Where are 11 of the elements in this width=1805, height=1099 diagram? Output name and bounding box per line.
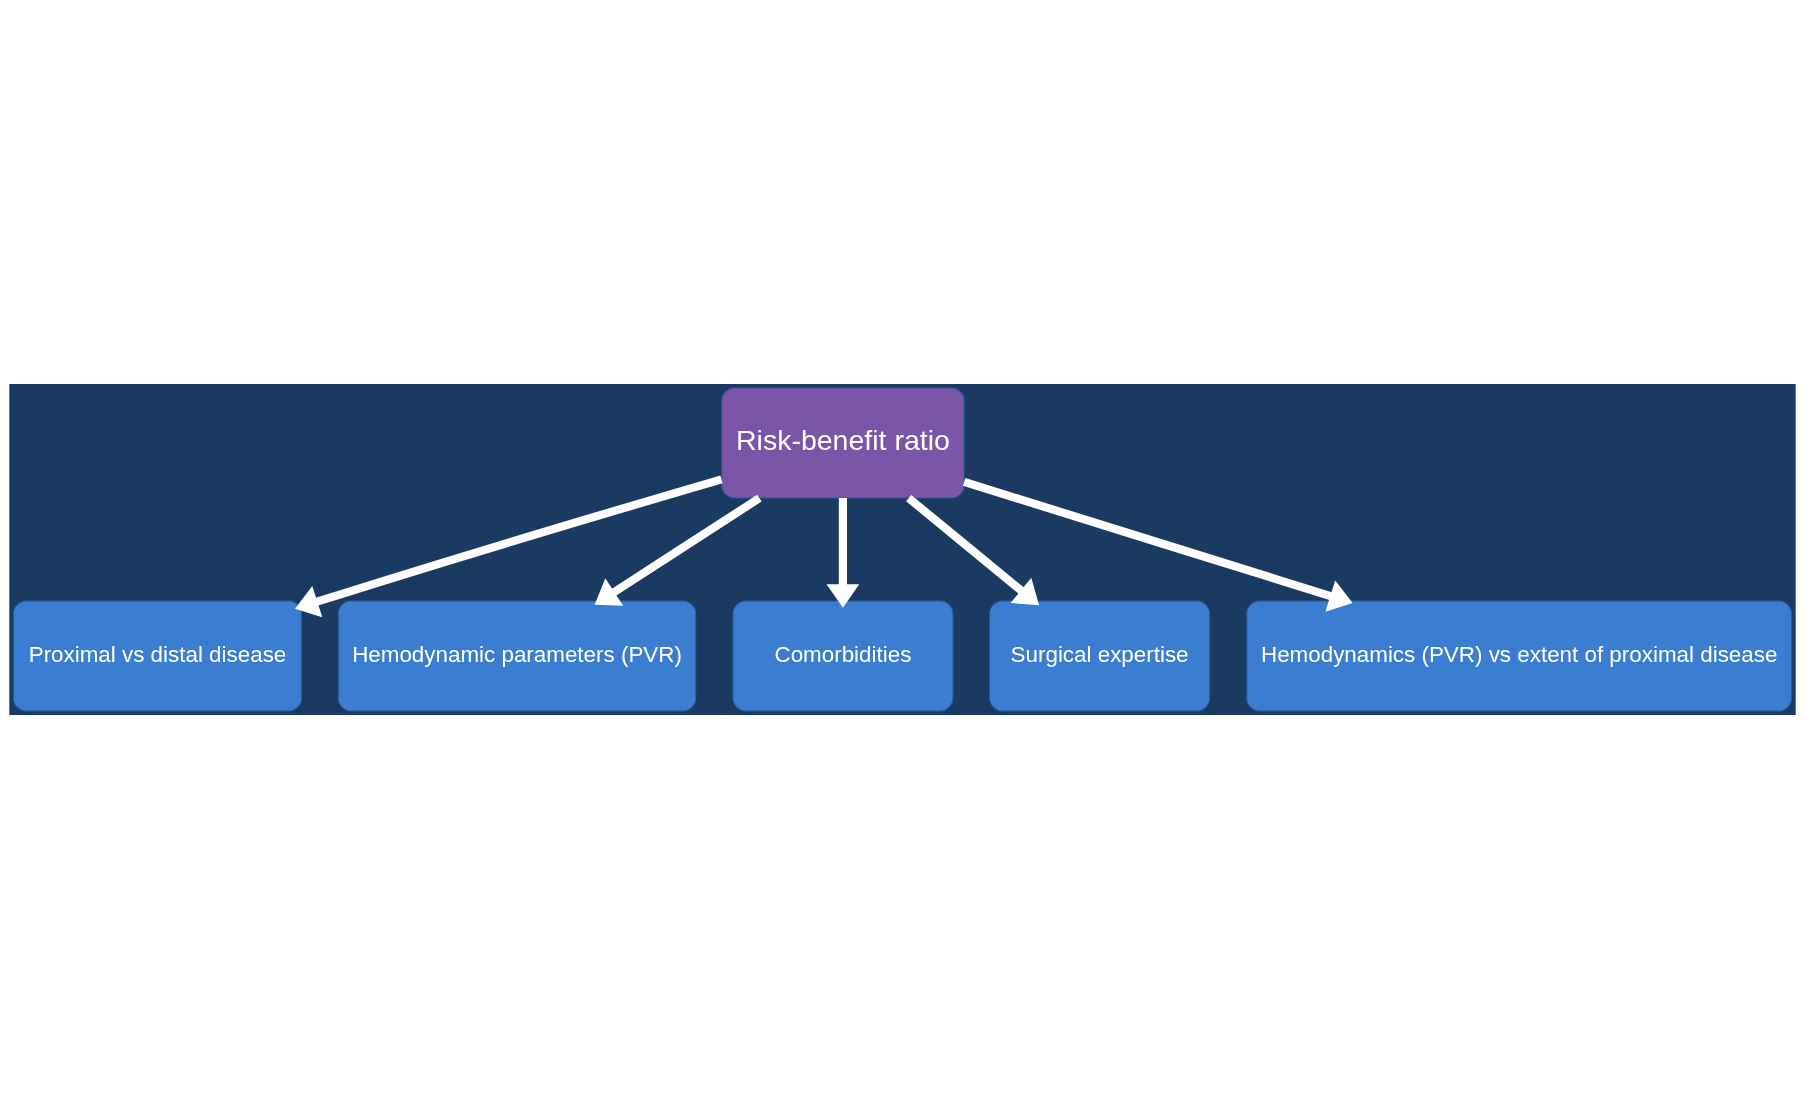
arrow: [963, 478, 1353, 612]
node-box: Hemodynamics (PVR) vs extent of proximal disease: [1246, 600, 1793, 712]
node-box: Hemodynamic parameters (PVR): [337, 600, 697, 712]
arrow: [826, 498, 860, 608]
node-box: Risk-benefit ratio: [721, 387, 965, 499]
arrow: [295, 475, 723, 618]
node-box: Proximal vs distal disease: [12, 600, 303, 712]
arrow: [594, 494, 762, 606]
node-box: Comorbidities: [732, 600, 954, 712]
arrow: [906, 494, 1040, 606]
node-box: Surgical expertise: [989, 600, 1211, 712]
